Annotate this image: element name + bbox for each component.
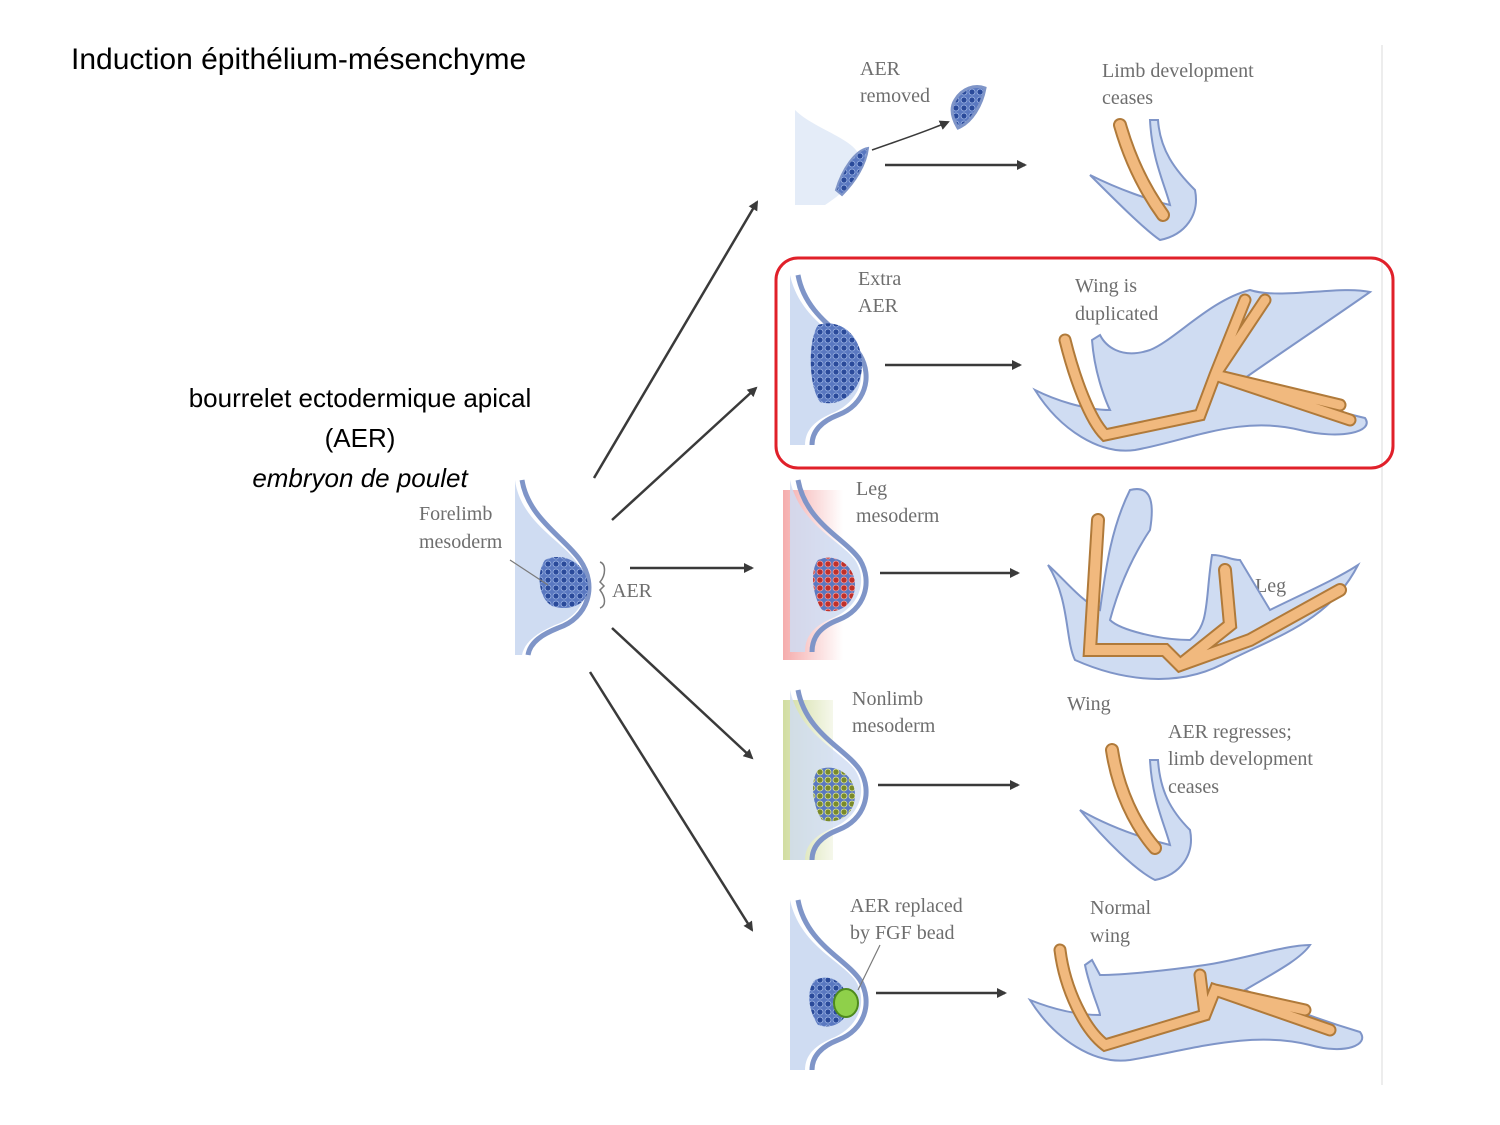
highlight-box <box>774 256 1395 470</box>
row4-res-line1: AER regresses; <box>1168 721 1292 743</box>
row2-res-line2: duplicated <box>1075 303 1158 325</box>
row5-result-skeleton <box>1053 943 1337 1053</box>
branch-arrow-4 <box>611 627 754 760</box>
row3-op-line2: mesoderm <box>856 505 940 527</box>
row2-bud-ectoderm <box>795 274 869 446</box>
row5-bud-ectoderm <box>795 899 869 1071</box>
row3-op-line1: Leg <box>856 478 887 500</box>
row5-bead-leader <box>857 944 881 991</box>
row-nonlimb-mesoderm: Nonlimb mesoderm AER regresses; limb dev… <box>783 688 1313 882</box>
row2-extra-aer-cells <box>810 323 862 404</box>
source-bud-ectoderm <box>519 479 592 656</box>
row1-removed-aer <box>950 85 987 130</box>
row4-res-line2: limb development <box>1168 748 1313 770</box>
row1-bud-tissue <box>795 110 860 205</box>
row2-res-line1: Wing is <box>1075 275 1137 297</box>
row-fgf-bead: AER replaced by FGF bead Normal wing <box>790 895 1364 1071</box>
row1-result-tissue <box>1089 119 1197 242</box>
branch-arrow-2 <box>611 386 758 521</box>
row5-op-line1: AER replaced <box>850 895 963 917</box>
row2-result-skeleton <box>1058 293 1357 443</box>
row3-bud-ectoderm <box>795 479 869 653</box>
row5-res-line2: wing <box>1090 925 1130 947</box>
row3-res-wing-label: Wing <box>1067 693 1111 715</box>
row4-result-tissue <box>1079 759 1192 882</box>
row-extra-aer: Extra AER Wing is duplicated <box>774 256 1395 470</box>
forelimb-label-line1: Forelimb <box>419 503 492 525</box>
row4-res-line3: ceases <box>1168 776 1219 798</box>
row1-aer-stump <box>834 146 870 197</box>
row-aer-removed: AER removed Limb development ceases <box>795 58 1254 242</box>
row5-result-tissue <box>1027 943 1364 1062</box>
row1-result-bone <box>1115 120 1168 220</box>
row4-op-line2: mesoderm <box>852 715 936 737</box>
row4-bud-ectoderm <box>795 689 869 861</box>
row5-op-line2: by FGF bead <box>850 922 954 944</box>
aer-caption-line3: embryon de poulet <box>252 463 468 493</box>
row3-graft-cells <box>813 557 855 612</box>
row4-op-line1: Nonlimb <box>852 688 923 710</box>
branch-arrow-1 <box>592 200 759 479</box>
row1-op-line1: AER <box>860 58 901 80</box>
row1-res-line2: ceases <box>1102 87 1153 109</box>
row3-result-skeleton <box>1082 513 1347 674</box>
source-aer-cells <box>539 557 589 608</box>
row-leg-mesoderm: Leg mesoderm Leg Wing <box>783 478 1361 715</box>
row3-result-tissue <box>1047 488 1361 680</box>
aer-caption: bourrelet ectodermique apical (AER) embr… <box>140 378 580 498</box>
aer-caption-line1: bourrelet ectodermique apical <box>188 383 532 413</box>
row4-graft-cells <box>813 767 855 822</box>
source-limb-bud: Forelimb mesoderm AER <box>419 479 653 656</box>
row2-op-line1: Extra <box>858 268 901 290</box>
forelimb-label-line2: mesoderm <box>419 531 503 553</box>
row4-result-bone <box>1107 745 1160 853</box>
row2-result-tissue <box>1032 288 1373 452</box>
branch-arrows <box>588 200 759 932</box>
source-aer-label: AER <box>612 580 653 602</box>
row1-removal-arrow <box>871 120 950 151</box>
row3-res-leg-label: Leg <box>1255 575 1286 597</box>
row1-op-line2: removed <box>860 85 930 107</box>
row1-res-line1: Limb development <box>1102 60 1254 82</box>
mesoderm-leader-line <box>509 559 549 586</box>
branch-arrow-5 <box>588 671 754 932</box>
fgf-bead <box>833 988 859 1018</box>
slide-title: Induction épithélium-mésenchyme <box>71 43 527 76</box>
row5-res-line1: Normal <box>1090 897 1152 919</box>
row2-op-line2: AER <box>858 295 899 317</box>
aer-caption-line2: (AER) <box>324 423 396 453</box>
aer-brace <box>598 561 606 609</box>
